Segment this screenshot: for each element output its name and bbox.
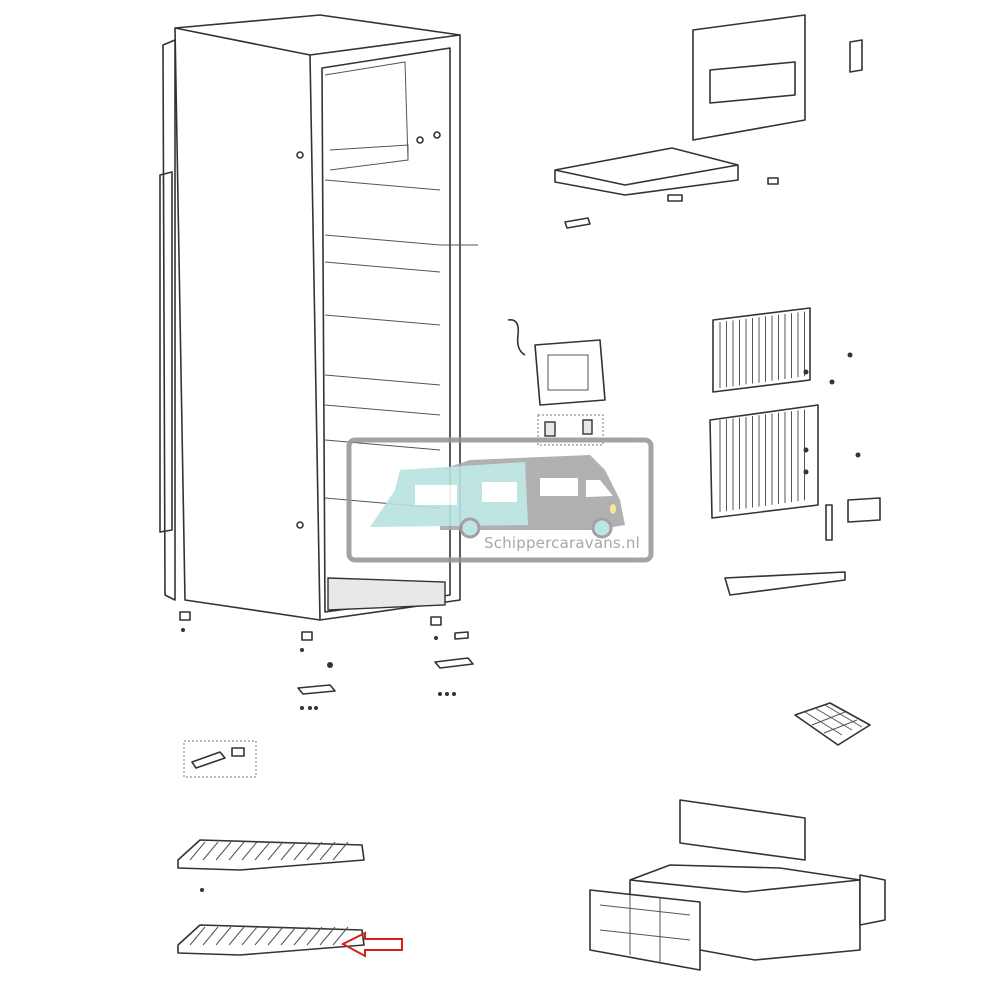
shelf-grid-line xyxy=(293,841,310,861)
shelf-grid-line xyxy=(267,841,284,861)
shelf-grid-line xyxy=(332,841,349,861)
shelf-grid-line xyxy=(280,841,297,861)
shelf-grid-line xyxy=(319,841,336,861)
feet-and-screws xyxy=(179,611,474,778)
fridge-cabinet xyxy=(159,14,478,621)
shelf-grid-line xyxy=(319,926,336,946)
shelf-grid-line xyxy=(306,926,323,946)
arrow-left-icon xyxy=(340,931,403,958)
watermark-logo xyxy=(346,437,654,563)
shelf-grid-line xyxy=(241,926,258,946)
shelf-grid-line xyxy=(241,841,258,861)
freezer-door-panel xyxy=(692,14,863,141)
freezer-compartment xyxy=(554,147,779,229)
shelf-grid-line xyxy=(189,926,206,946)
shelf-grid-line xyxy=(202,841,219,861)
shelf-grid-line xyxy=(267,926,284,946)
evaporator-fins xyxy=(709,307,881,596)
shelf-grid-line xyxy=(228,841,245,861)
shelf-grid-line xyxy=(293,926,310,946)
ice-tray xyxy=(794,702,871,746)
shelf-grid-line xyxy=(280,926,297,946)
shelf-grid-line xyxy=(306,841,323,861)
crisper-drawer xyxy=(589,799,886,971)
shelf-grid-line xyxy=(254,841,271,861)
shelf-grid-line xyxy=(254,926,271,946)
shelf-grid-line xyxy=(202,926,219,946)
glass-shelves xyxy=(177,839,365,956)
thermostat-control-box xyxy=(507,318,606,446)
shelf-grid-line xyxy=(189,841,206,861)
shelf-grid-line xyxy=(215,841,232,861)
shelf-grid-line xyxy=(332,926,349,946)
shelf-grid-line xyxy=(215,926,232,946)
shelf-grid-line xyxy=(228,926,245,946)
watermark-text: Schippercaravans.nl xyxy=(484,534,640,552)
